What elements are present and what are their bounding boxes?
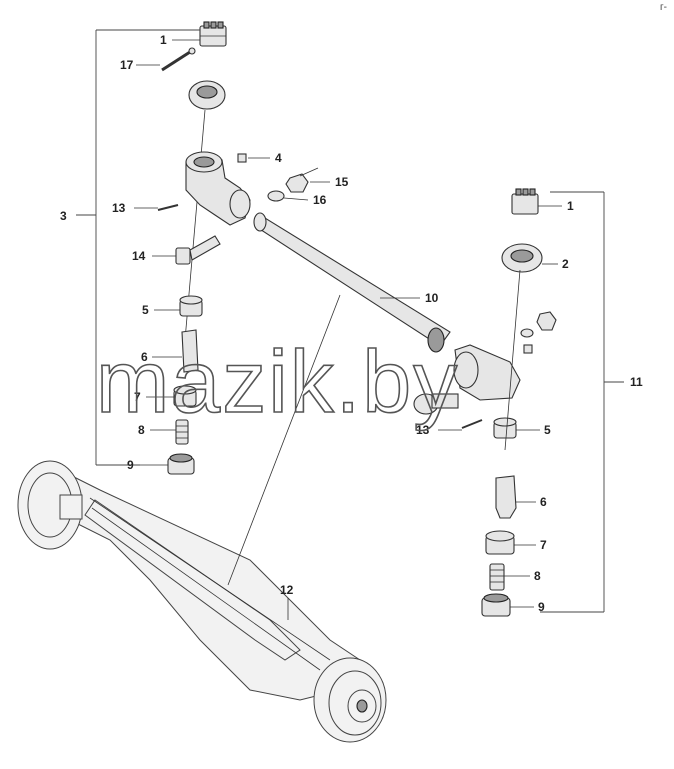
callout-12: 12 [280, 583, 294, 597]
pin-right [461, 419, 483, 429]
watermark: mazik.by [96, 332, 459, 431]
callout-10: 10 [425, 291, 439, 305]
callout-13-right: 13 [416, 423, 430, 437]
ball-stud-left [181, 329, 199, 373]
callout-6-left: 6 [141, 350, 148, 364]
clamp-bolt [175, 235, 221, 265]
callout-8-left: 8 [138, 423, 145, 437]
plug-left [167, 453, 195, 475]
callout-3: 3 [60, 209, 67, 223]
grease-fitting-left [237, 153, 247, 163]
cotter-pin-left [161, 47, 196, 72]
ball-seat-right [485, 530, 515, 555]
plug-right [481, 593, 511, 617]
callout-15: 15 [335, 175, 349, 189]
tie-rod-tube [253, 212, 451, 353]
clamp-nut-right [520, 311, 557, 354]
castle-nut-right [511, 188, 539, 215]
corner-mark: г- [660, 2, 667, 13]
callout-5-right: 5 [544, 423, 551, 437]
callout-11: 11 [630, 375, 643, 389]
callout-8-right: 8 [534, 569, 541, 583]
bracket-3 [76, 29, 200, 466]
tie-rod-end-left [185, 151, 251, 226]
callout-2: 2 [562, 257, 569, 271]
castle-nut-left [199, 21, 227, 47]
leader-12 [227, 294, 341, 586]
pin-left [157, 204, 179, 211]
callout-16: 16 [313, 193, 327, 207]
bushing-right [493, 417, 517, 439]
spring-right [489, 563, 505, 591]
callout-5-left: 5 [142, 303, 149, 317]
tie-rod-end-right [453, 344, 521, 401]
callout-7-right: 7 [540, 538, 547, 552]
dust-boot-right [501, 243, 543, 273]
callout-6-right: 6 [540, 495, 547, 509]
clamp-washer [267, 190, 285, 202]
ball-seat-left [173, 385, 197, 407]
ball-stud-right [495, 475, 517, 519]
clamp-bolt-right [413, 393, 459, 415]
callout-13-left: 13 [112, 201, 126, 215]
spring-left [175, 419, 189, 445]
callout-1-right: 1 [567, 199, 574, 213]
callout-14: 14 [132, 249, 146, 263]
axle-beam [17, 460, 387, 743]
dust-boot-left [188, 80, 226, 110]
clamp-nut [285, 173, 309, 193]
callout-7-left: 7 [134, 390, 141, 404]
callout-9-left: 9 [127, 458, 134, 472]
callout-9-right: 9 [538, 600, 545, 614]
callout-17: 17 [120, 58, 134, 72]
bracket-11 [540, 191, 624, 613]
bushing-left [179, 295, 203, 317]
callout-1-left: 1 [160, 33, 167, 47]
callout-4: 4 [275, 151, 282, 165]
